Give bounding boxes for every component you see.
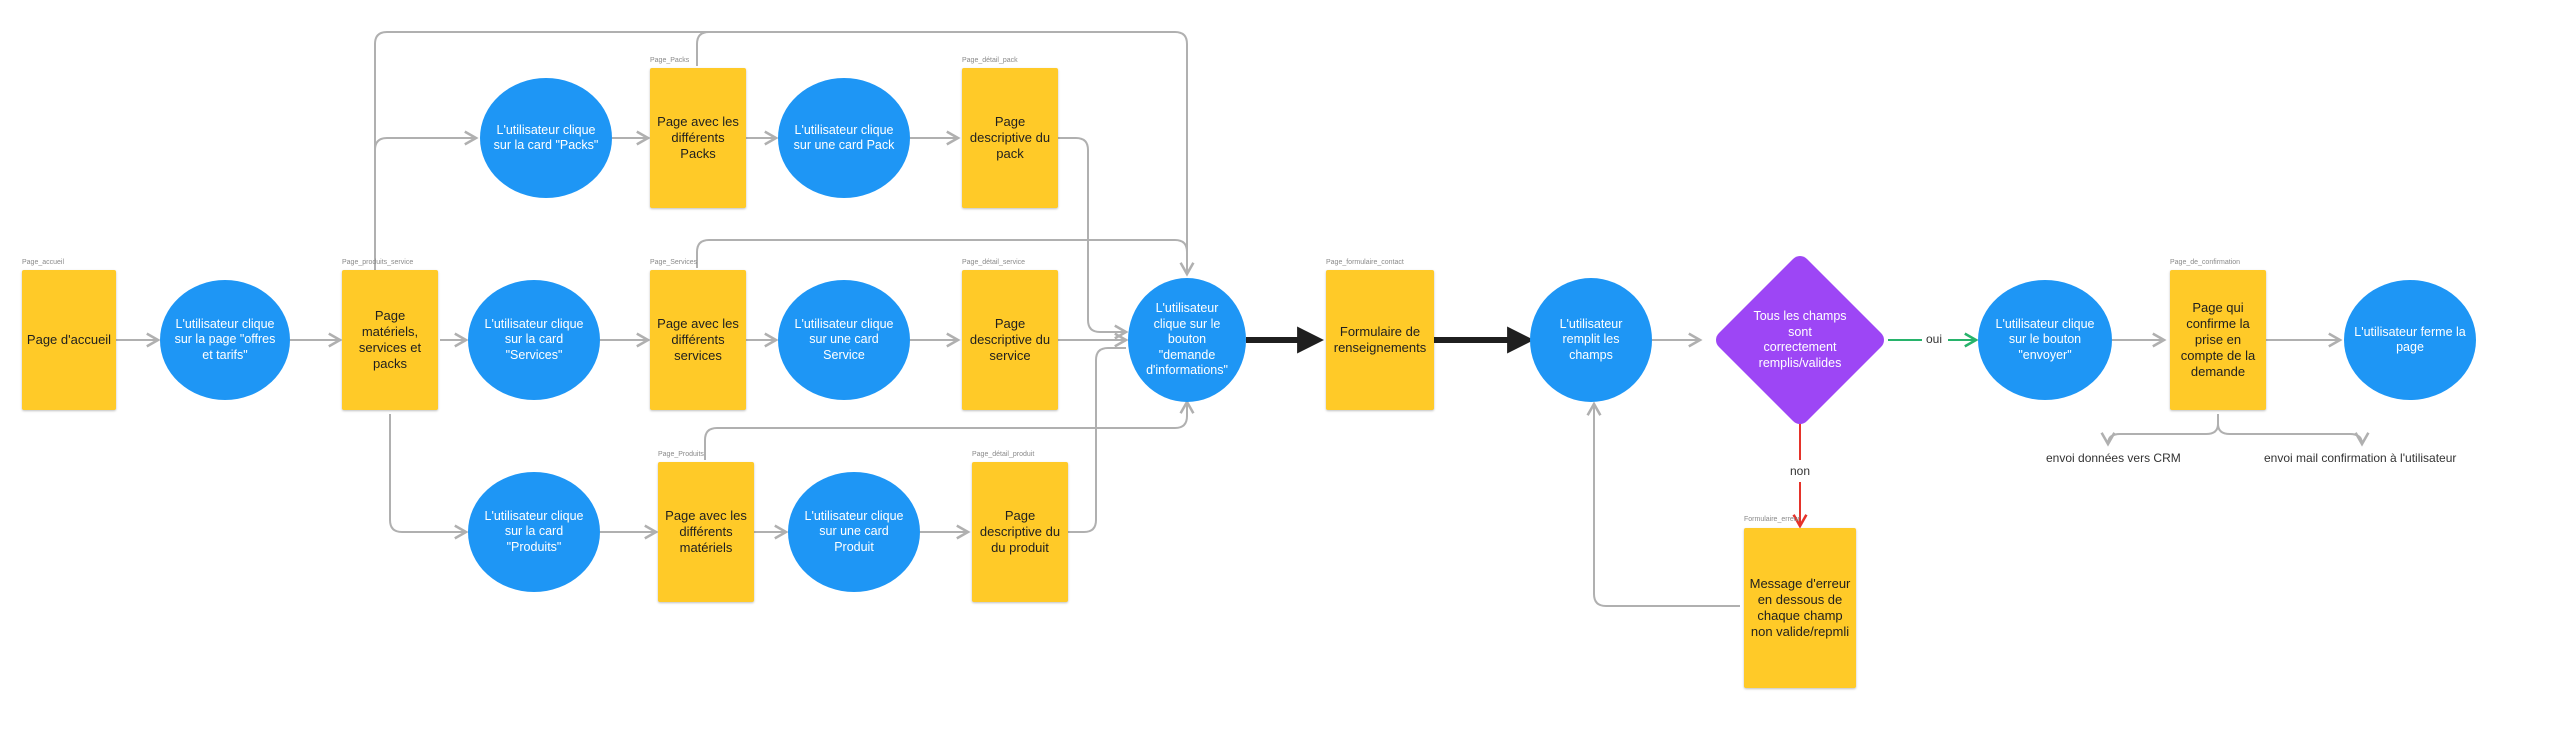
action-clic-services: L'utilisateur clique sur la card "Servic… — [468, 280, 600, 400]
page-label-formulaire-erreur: Formulaire_erreur — [1744, 516, 1801, 523]
edge-label-non: non — [1787, 464, 1814, 478]
edge-descproduit-demande — [1068, 347, 1126, 533]
action-clic-card-pack: L'utilisateur clique sur une card Pack — [778, 78, 910, 198]
edge-pageservices-demande — [696, 239, 1188, 274]
page-label-produits-service: Page_produits_service — [342, 259, 414, 266]
action-clic-demande: L'utilisateur clique sur le bouton "dema… — [1128, 278, 1246, 402]
edge-pagepacks-top — [696, 31, 710, 66]
decision-diamond-shape — [1716, 256, 1884, 424]
action-clic-produits: L'utilisateur clique sur la card "Produi… — [468, 472, 600, 592]
page-desc-produit-node: Page descriptive du du produit — [972, 462, 1068, 602]
edge-label-oui: oui — [1923, 332, 1946, 346]
page-label-detail-produit: Page_détail_produit — [972, 451, 1035, 458]
decision-text: Tous les champs sont correctement rempli… — [1712, 252, 1888, 428]
edge-materiels-demande-top — [374, 31, 1195, 277]
note-mail: envoi mail confirmation à l'utilisateur — [2264, 451, 2457, 465]
page-label-detail-service: Page_détail_service — [962, 259, 1026, 266]
page-desc-service-node: Page descriptive du service — [962, 270, 1058, 410]
page-label-services: Page_Services — [650, 259, 698, 266]
action-ferme: L'utilisateur ferme la page — [2344, 280, 2476, 400]
page-label-detail-pack: Page_détail_pack — [962, 57, 1018, 64]
note-crm: envoi données vers CRM — [2046, 451, 2181, 465]
page-services-node: Page avec les différents services — [650, 270, 746, 410]
action-clic-card-produit: L'utilisateur clique sur une card Produi… — [788, 472, 920, 592]
page-erreur-node: Message d'erreur en dessous de chaque ch… — [1744, 528, 1856, 688]
page-formulaire-node: Formulaire de renseignements — [1326, 270, 1434, 410]
edge-materiels-packs — [374, 130, 479, 270]
page-materiels-node: Page matériels, services et packs — [342, 270, 438, 410]
action-clic-envoyer: L'utilisateur clique sur le bouton "envo… — [1978, 280, 2112, 400]
page-label-formulaire-contact: Page_formulaire_contact — [1326, 259, 1404, 266]
edge-pageproduits-demande — [704, 399, 1195, 460]
page-confirmation-node: Page qui confirme la prise en compte de … — [2170, 270, 2266, 410]
page-produits-node: Page avec les différents matériels — [658, 462, 754, 602]
decision-champs-valides: Tous les champs sont correctement rempli… — [1712, 252, 1888, 428]
page-label-produits: Page_Produits — [658, 451, 704, 458]
page-desc-pack-node: Page descriptive du pack — [962, 68, 1058, 208]
edge-descpack-demande — [1058, 137, 1129, 340]
edge-confirmation-crm — [2100, 414, 2219, 447]
action-clic-packs: L'utilisateur clique sur la card "Packs" — [480, 78, 612, 198]
page-packs-node: Page avec les différents Packs — [650, 68, 746, 208]
page-label-accueil: Page_accueil — [22, 259, 65, 266]
edge-materiels-produits — [389, 414, 469, 540]
edge-confirmation-mail — [2217, 414, 2370, 447]
edge-erreur-remplit — [1586, 401, 1740, 607]
action-remplit: L'utilisateur remplit les champs — [1530, 278, 1652, 402]
page-accueil-node: Page d'accueil — [22, 270, 116, 410]
action-clic-offres: L'utilisateur clique sur la page "offres… — [160, 280, 290, 400]
action-clic-card-service: L'utilisateur clique sur une card Servic… — [778, 280, 910, 400]
page-label-packs: Page_Packs — [650, 57, 690, 64]
page-label-confirmation: Page_de_confirmation — [2170, 259, 2241, 266]
decision-label: Tous les champs sont correctement rempli… — [1753, 309, 1847, 370]
